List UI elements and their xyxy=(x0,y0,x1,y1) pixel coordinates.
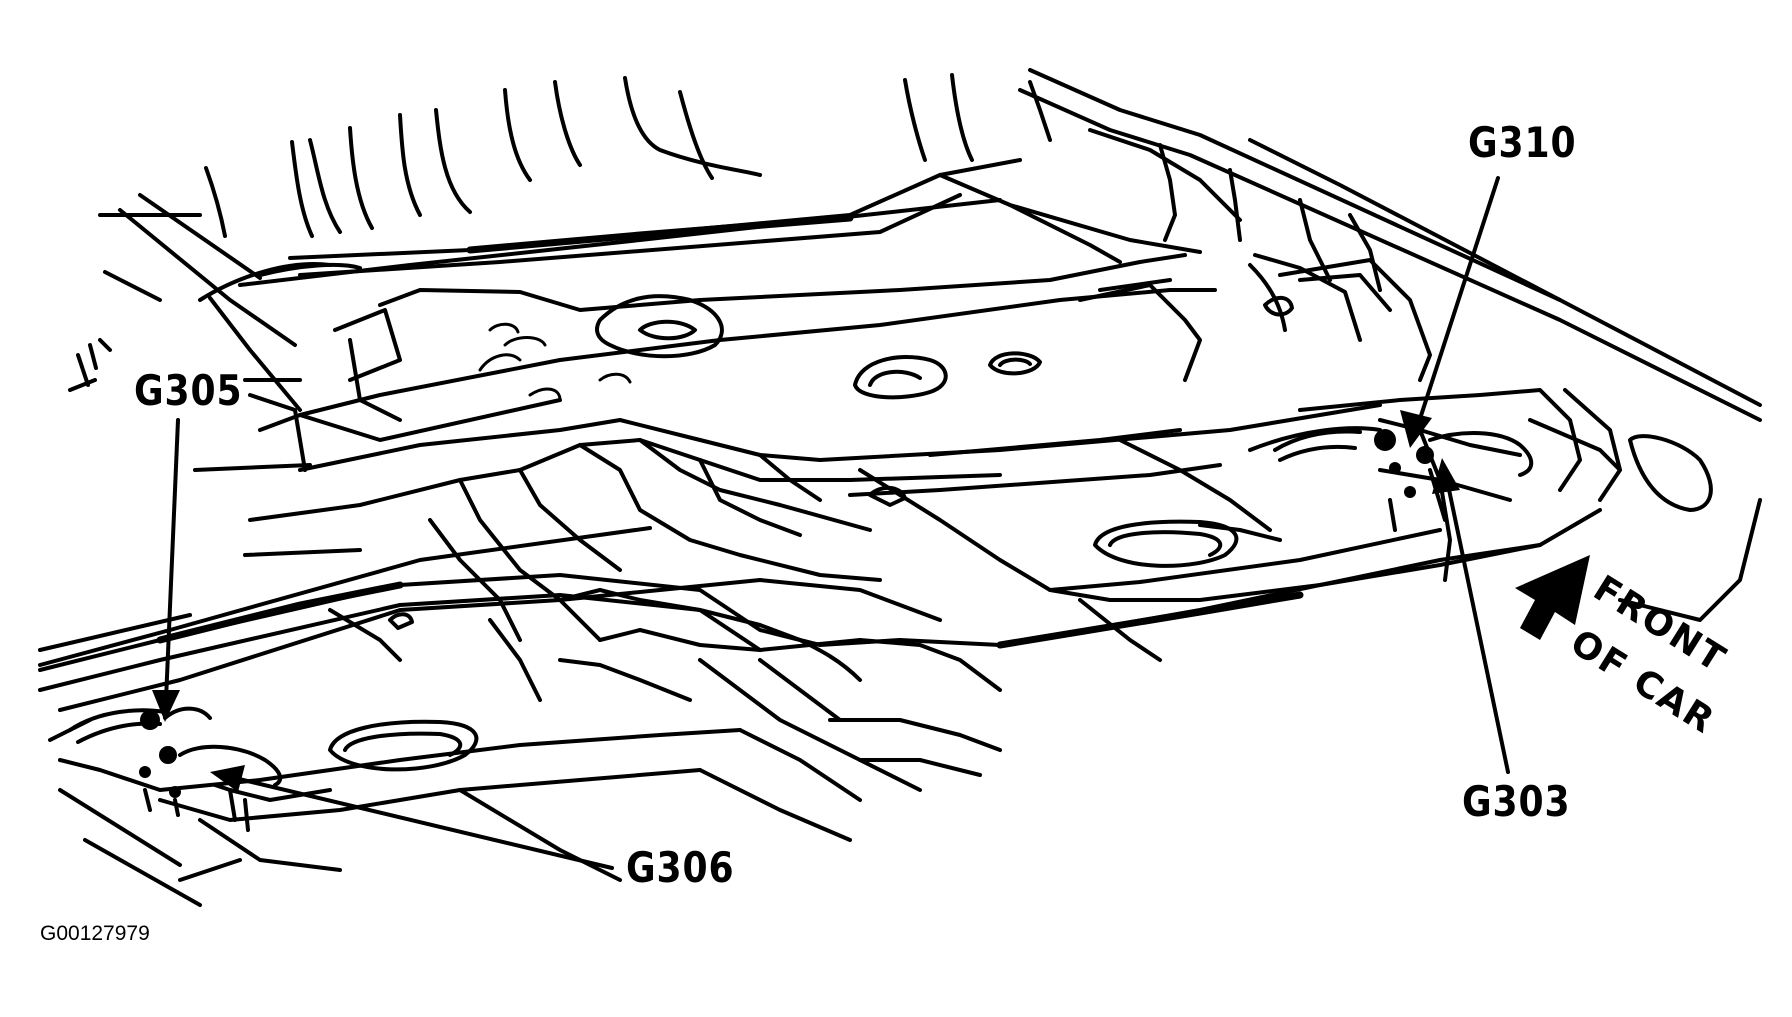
arrowhead-g303 xyxy=(1432,458,1460,494)
leader-g305 xyxy=(164,418,180,702)
leader-arrows xyxy=(152,176,1510,870)
ground-points-right xyxy=(1273,429,1534,532)
callout-g305: G305 xyxy=(134,366,243,415)
callout-g303: G303 xyxy=(1462,777,1571,826)
left-floor-pan xyxy=(48,578,1002,882)
callout-g310: G310 xyxy=(1468,118,1577,167)
rear-structure-lines xyxy=(204,73,1052,238)
ground-points-left xyxy=(68,706,332,832)
leader-g310 xyxy=(1416,176,1500,427)
lower-rail xyxy=(38,543,1542,692)
left-edge-mark xyxy=(68,338,112,392)
callout-g306: G306 xyxy=(626,843,735,892)
arrowhead-g306 xyxy=(210,765,245,792)
leader-g303 xyxy=(1445,478,1510,774)
tunnel-hump xyxy=(248,403,1382,702)
center-crossmember xyxy=(248,253,1362,472)
front-direction-arrow xyxy=(1515,555,1590,640)
arrowhead-g305 xyxy=(152,690,180,722)
right-sill xyxy=(1018,68,1762,622)
upper-rail xyxy=(288,158,1202,277)
leader-g306 xyxy=(233,776,614,870)
arrowhead-g310 xyxy=(1400,410,1432,448)
figure-id: G00127979 xyxy=(40,922,150,945)
